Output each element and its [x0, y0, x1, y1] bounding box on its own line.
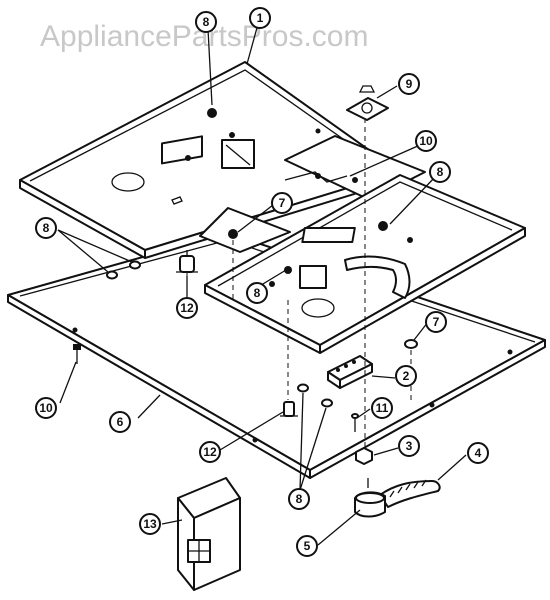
- svg-text:7: 7: [279, 196, 286, 210]
- svg-text:12: 12: [203, 445, 217, 459]
- svg-text:8: 8: [43, 221, 50, 235]
- screw-part-11: [351, 413, 359, 432]
- svg-text:8: 8: [254, 286, 261, 300]
- callout-10-left: 10: [35, 397, 57, 419]
- svg-text:3: 3: [406, 439, 413, 453]
- callout-8-mid: 8: [246, 282, 268, 304]
- callout-8-right: 8: [429, 161, 451, 183]
- svg-text:13: 13: [143, 517, 157, 531]
- svg-text:6: 6: [117, 415, 124, 429]
- callout-2: 2: [395, 365, 417, 387]
- callout-11: 11: [371, 397, 393, 419]
- svg-text:8: 8: [296, 492, 303, 506]
- grommets-left: [106, 260, 141, 280]
- right-upper-panel: [204, 174, 526, 354]
- callout-4: 4: [467, 442, 489, 464]
- nut-area-upper: [199, 207, 291, 253]
- bracket-part-9: [346, 85, 389, 121]
- callout-12-upper: 12: [176, 297, 198, 319]
- callout-5: 5: [296, 535, 318, 557]
- base-panel: [7, 232, 546, 479]
- control-box: [177, 477, 241, 591]
- callout-8-bottom: 8: [288, 488, 310, 510]
- callout-1: 1: [249, 7, 271, 29]
- callout-8-top: 8: [195, 11, 217, 33]
- callout-6: 6: [109, 411, 131, 433]
- svg-text:7: 7: [433, 315, 440, 329]
- svg-text:2: 2: [403, 369, 410, 383]
- svg-text:4: 4: [475, 446, 482, 460]
- svg-text:9: 9: [406, 77, 413, 91]
- svg-text:10: 10: [39, 401, 53, 415]
- svg-text:11: 11: [376, 401, 389, 415]
- callout-7-upper: 7: [271, 192, 293, 214]
- leader-lines: [57, 23, 467, 546]
- callout-9: 9: [398, 73, 420, 95]
- grommet-lower-right: [404, 339, 418, 349]
- svg-text:8: 8: [203, 15, 210, 29]
- svg-text:10: 10: [419, 134, 433, 148]
- svg-text:5: 5: [304, 539, 311, 553]
- svg-text:1: 1: [257, 11, 264, 25]
- callout-8-left: 8: [35, 217, 57, 239]
- callout-3: 3: [398, 435, 420, 457]
- callout-12-lower: 12: [199, 441, 221, 463]
- callout-7-lower: 7: [425, 311, 447, 333]
- terminal-part-12-lower: [280, 383, 333, 417]
- hose-assembly: [354, 478, 441, 518]
- svg-text:12: 12: [180, 301, 194, 315]
- callout-10-upper: 10: [415, 130, 437, 152]
- fitting-part-3: [355, 447, 373, 465]
- terminal-block: [327, 355, 373, 389]
- svg-text:8: 8: [437, 165, 444, 179]
- bolt-left: [73, 344, 81, 364]
- callout-13: 13: [139, 513, 161, 535]
